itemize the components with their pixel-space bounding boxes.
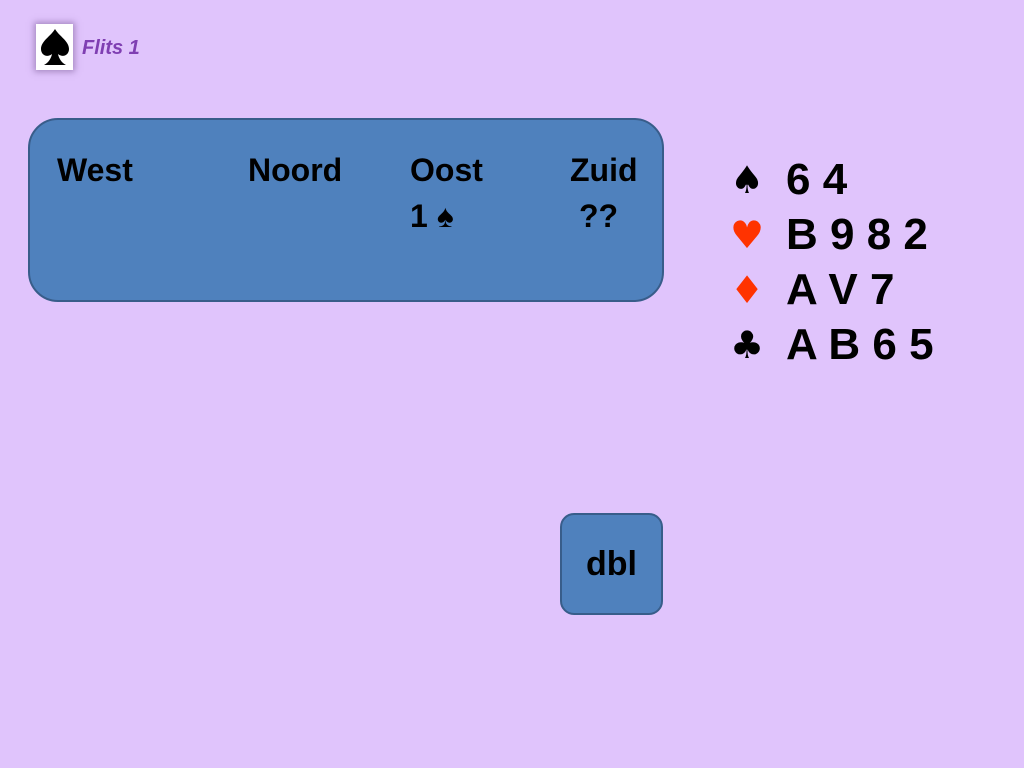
hand: ♠ 6 4 ♥ B 9 8 2 ♦ A V 7 ♣ A B 6 5: [730, 156, 990, 376]
spade-logo-icon: [36, 24, 73, 70]
heart-cards: B 9 8 2: [786, 210, 928, 259]
club-cards: A B 6 5: [786, 320, 934, 369]
spade-icon: [40, 29, 69, 65]
bidding-box: West Noord Oost Zuid 1 ♠ ??: [28, 118, 664, 302]
suit-row-spades: ♠ 6 4: [730, 156, 990, 211]
club-icon: ♣: [730, 323, 765, 367]
answer-dbl-button[interactable]: dbl: [560, 513, 663, 615]
suit-row-diamonds: ♦ A V 7: [730, 266, 990, 321]
heart-icon: ♥: [730, 213, 765, 257]
player-noord: Noord: [248, 152, 343, 188]
slide-title: Flits 1: [82, 37, 140, 59]
player-west: West: [57, 152, 133, 188]
suit-row-clubs: ♣ A B 6 5: [730, 321, 990, 376]
diamond-cards: A V 7: [786, 265, 895, 314]
player-zuid: Zuid: [570, 152, 638, 188]
bid-zuid: ??: [579, 198, 619, 234]
suit-row-hearts: ♥ B 9 8 2: [730, 211, 990, 266]
spade-icon: ♠: [730, 158, 765, 202]
spade-cards: 6 4: [786, 155, 848, 204]
bid-oost: 1 ♠: [410, 198, 454, 234]
player-oost: Oost: [410, 152, 483, 188]
diamond-icon: ♦: [730, 268, 765, 312]
